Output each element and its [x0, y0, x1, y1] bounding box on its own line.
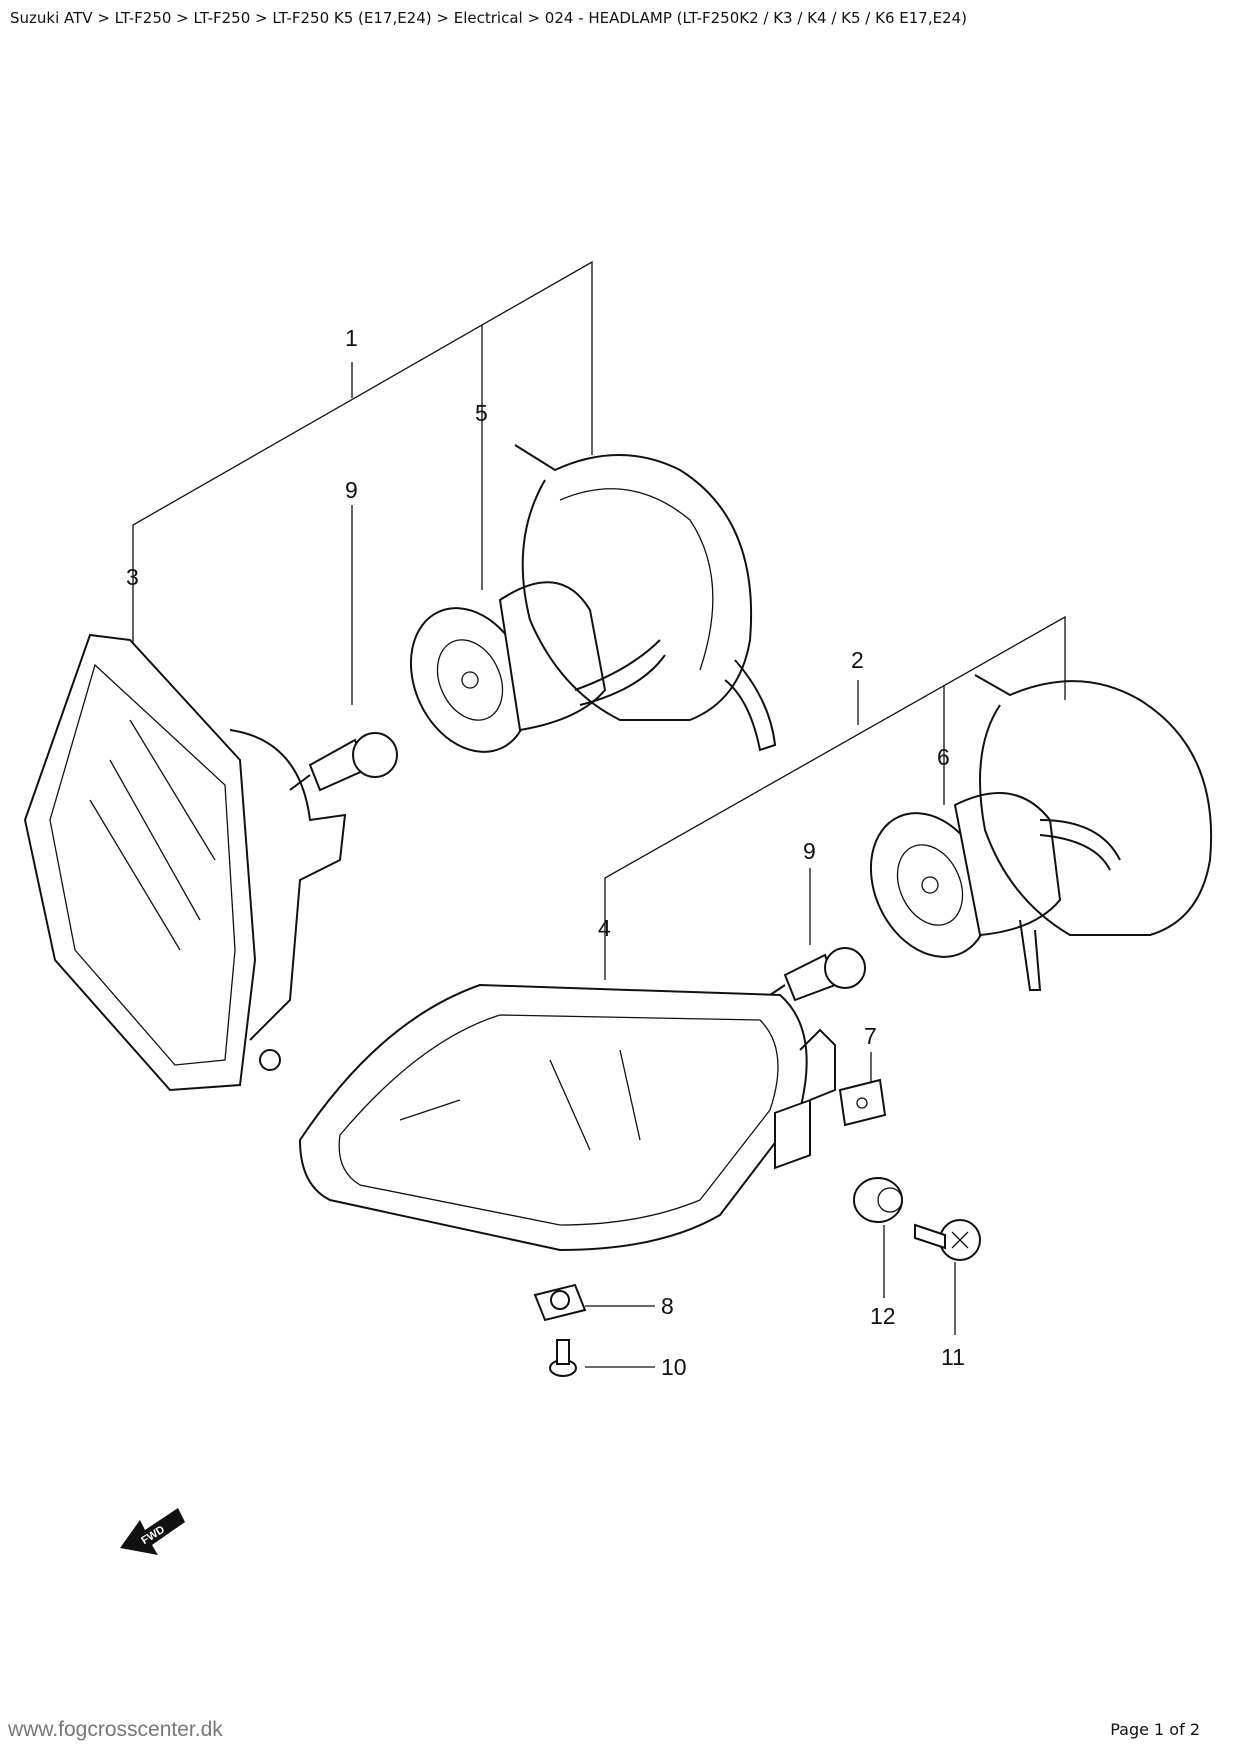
- bulb-part: [289, 732, 398, 792]
- housing-part: [514, 444, 777, 752]
- leader-lines-lower: [585, 615, 1066, 1368]
- callout-9b: 9: [803, 838, 816, 864]
- callout-9: 9: [345, 477, 358, 503]
- socket-part: [409, 581, 666, 753]
- breadcrumb: Suzuki ATV > LT-F250 > LT-F250 > LT-F250…: [10, 9, 968, 27]
- headlamp-right-part: [298, 983, 836, 1252]
- page-number: Page 1 of 2: [1110, 1720, 1200, 1739]
- bulb-part: [769, 947, 866, 1002]
- callout-6: 6: [937, 744, 950, 770]
- callout-5: 5: [475, 400, 488, 426]
- headlamp-left-part: [23, 633, 347, 1092]
- footer-site: www.fogcrosscenter.dk: [8, 1718, 223, 1741]
- housing-part: [974, 674, 1213, 991]
- screw-part-11: [914, 1219, 981, 1261]
- callout-2: 2: [851, 647, 864, 673]
- callout-7: 7: [864, 1023, 877, 1049]
- callout-1: 1: [345, 325, 358, 351]
- callout-4: 4: [598, 915, 611, 941]
- callout-12: 12: [870, 1303, 896, 1329]
- callout-3: 3: [126, 564, 139, 590]
- screw-part-10: [549, 1339, 577, 1377]
- callout-10: 10: [661, 1354, 687, 1380]
- callout-8: 8: [661, 1293, 674, 1319]
- fwd-arrow-icon: FWD: [120, 1508, 185, 1555]
- leader-lines-upper: [132, 260, 593, 705]
- callout-11: 11: [941, 1344, 965, 1370]
- nut-part-8: [533, 1283, 587, 1322]
- socket-part: [869, 792, 1121, 958]
- clip-part-7: [838, 1078, 887, 1127]
- callout-labels: 1 5 9 3 2 6 9 4 7 8 12 10 11: [126, 325, 965, 1380]
- grommet-part-12: [853, 1177, 903, 1223]
